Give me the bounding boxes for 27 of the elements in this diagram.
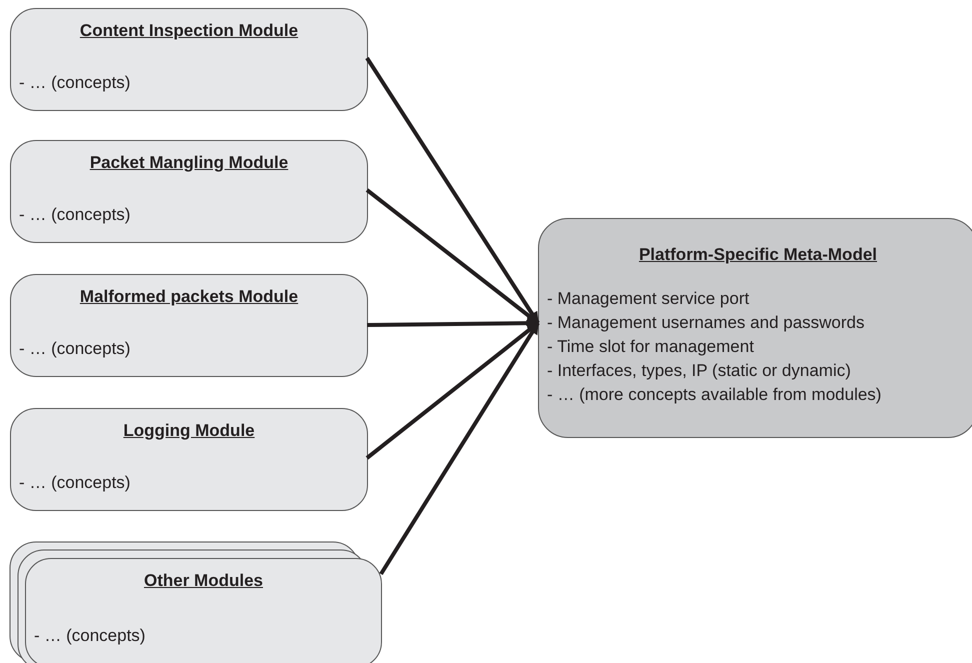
- concept-item: - Management usernames and passwords: [547, 313, 864, 333]
- box-title: Other Modules: [142, 571, 264, 591]
- module-box: [10, 8, 368, 111]
- arrow: [365, 56, 540, 324]
- concept-item: - … (concepts): [19, 339, 130, 359]
- box-title: Content Inspection Module: [78, 21, 300, 41]
- module-box: [10, 408, 368, 511]
- concept-item: - Management service port: [547, 289, 750, 309]
- box-title: Malformed packets Module: [78, 287, 300, 307]
- concept-item: - … (concepts): [19, 73, 130, 93]
- model-box: [538, 218, 972, 438]
- concept-item: - … (more concepts available from modules): [547, 385, 882, 405]
- arrow: [366, 317, 540, 330]
- box-title: Packet Mangling Module: [88, 153, 290, 173]
- concept-item: - Time slot for management: [547, 337, 754, 357]
- arrow: [366, 188, 540, 325]
- module-box: [25, 558, 382, 663]
- concept-item: - … (concepts): [19, 473, 130, 493]
- module-box: [10, 274, 368, 377]
- module-box: [10, 140, 368, 243]
- box-title: Logging Module: [122, 421, 256, 441]
- concept-item: - Interfaces, types, IP (static or dynamic): [547, 361, 851, 381]
- box-title: Platform-Specific Meta-Model: [638, 245, 878, 265]
- arrow: [366, 321, 540, 460]
- arrow: [379, 322, 540, 576]
- concept-item: - … (concepts): [34, 626, 146, 646]
- concept-item: - … (concepts): [19, 205, 130, 225]
